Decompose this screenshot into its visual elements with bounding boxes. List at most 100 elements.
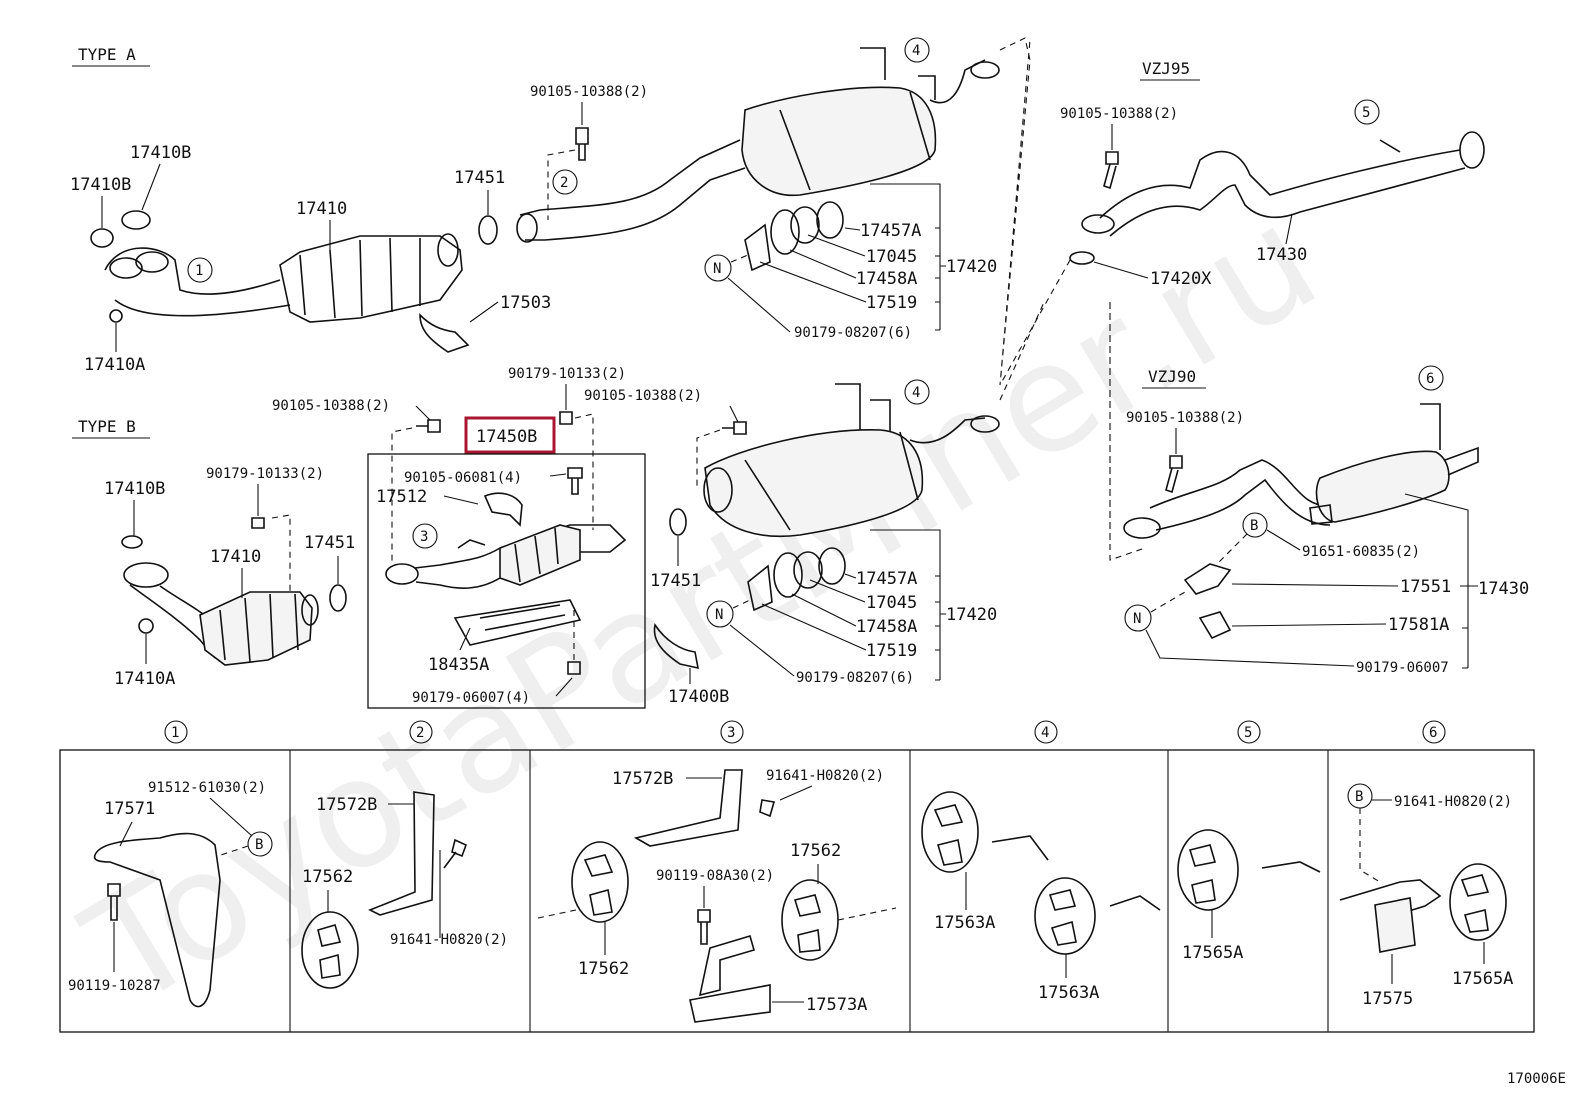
callout-6-detail [1422, 720, 1446, 744]
tail-muffler-vzj90 [1123, 403, 1479, 539]
label-17563a-2: 17563A [1038, 983, 1099, 1003]
hanger-rod-d5 [1261, 861, 1321, 873]
label-18435a: 18435A [428, 655, 489, 675]
label-17457a-a: 17457A [860, 221, 921, 241]
rubber-mount-17565a-d6 [1449, 863, 1507, 941]
catalytic-converter-b [385, 524, 627, 589]
gasket-17410b-2 [121, 210, 151, 230]
label-17581a: 17581A [1388, 615, 1449, 635]
heat-insulator-17512 [483, 492, 523, 527]
label-90119-10287: 90119-10287 [68, 978, 161, 994]
rubber-mount-17562-d3-right [781, 879, 839, 961]
label-91641-d6: 91641-H0820(2) [1394, 794, 1512, 810]
rubber-mount-17562-d3-left [571, 841, 629, 923]
marker-b-d1 [247, 831, 273, 857]
bracket-17575 [1374, 897, 1416, 953]
callout-2-detail [409, 720, 433, 744]
catalyst-assembly-box [367, 453, 646, 709]
label-17045-a: 17045 [866, 247, 917, 267]
bracket-17572b-d3 [633, 769, 743, 847]
label-17458a-b: 17458A [856, 617, 917, 637]
tail-pipe-vzj95 [1081, 131, 1485, 237]
rubber-mount-17563a-2 [1034, 877, 1096, 955]
gasket-17410b-b [121, 535, 143, 549]
rubber-mount-17562-d2 [301, 911, 359, 989]
callout-4-b [904, 379, 930, 405]
type-a-title: TYPE A [78, 45, 136, 64]
hanger-rod-d4 [991, 835, 1049, 861]
heat-insulator-18435a [453, 599, 582, 646]
hanger-stack-b [747, 547, 846, 612]
label-17519-a: 17519 [866, 293, 917, 313]
nut-06007-b [567, 661, 581, 675]
label-nut-vzj90: 90179-06007 [1356, 660, 1449, 676]
label-17457a-b: 17457A [856, 569, 917, 589]
highlight-17450b[interactable] [464, 416, 556, 454]
svg-text:4: 4 [912, 385, 920, 401]
type-b-title: TYPE B [78, 417, 136, 436]
muffler-type-b [703, 383, 1000, 538]
label-91641-d3: 91641-H0820(2) [766, 768, 884, 784]
callout-1-detail [164, 720, 188, 744]
label-17045-b: 17045 [866, 593, 917, 613]
hanger-rod-d6 [1339, 879, 1442, 921]
muffler-type-a [516, 47, 1000, 243]
label-17562-d2: 17562 [302, 867, 353, 887]
callout-2-a [552, 169, 578, 195]
label-17430-vzj90: 17430 [1478, 579, 1529, 599]
gasket-17451-a [478, 215, 498, 245]
label-nut-b: 90179-08207(6) [796, 670, 914, 686]
vzj95-title: VZJ95 [1142, 59, 1190, 78]
label-17430-vzj95: 17430 [1256, 245, 1307, 265]
label-17551: 17551 [1400, 577, 1451, 597]
label-91651: 91651-60835(2) [1302, 544, 1420, 560]
svg-text:6: 6 [1426, 371, 1434, 387]
svg-text:N: N [713, 261, 721, 277]
label-17410a-b: 17410A [114, 669, 175, 689]
callout-5-detail [1237, 720, 1261, 744]
bracket-17571 [93, 832, 221, 1008]
label-17575: 17575 [1362, 989, 1413, 1009]
bracket-17572b-d2 [368, 791, 435, 916]
marker-n-a [704, 254, 732, 282]
label-nut-a: 90179-08207(6) [794, 325, 912, 341]
label-17512: 17512 [376, 487, 427, 507]
label-17458a-a: 17458A [856, 269, 917, 289]
label-17573a: 17573A [806, 995, 867, 1015]
label-bolt-a: 90105-10388(2) [530, 84, 648, 100]
label-17450b[interactable]: 17450B [476, 427, 537, 447]
front-pipe-type-b [123, 562, 319, 666]
svg-text:3: 3 [420, 529, 428, 545]
svg-text:2: 2 [416, 725, 424, 741]
label-91641-d2: 91641-H0820(2) [390, 932, 508, 948]
marker-n-vzj90 [1124, 604, 1152, 632]
svg-text:1: 1 [195, 263, 203, 279]
label-17410-a: 17410 [296, 199, 347, 219]
rubber-mount-17563a-1 [921, 791, 979, 873]
detail-panel [59, 749, 1535, 1033]
bolt-90119-08a30 [697, 909, 711, 945]
label-17519-b: 17519 [866, 641, 917, 661]
label-bolt-b-right: 90105-10388(2) [584, 388, 702, 404]
label-bolt-06081: 90105-06081(4) [404, 470, 522, 486]
bracket-17573a-arm [698, 935, 755, 997]
svg-text:B: B [1250, 518, 1258, 534]
label-17451-b2: 17451 [650, 571, 701, 591]
label-17571: 17571 [104, 799, 155, 819]
vzj90-title: VZJ90 [1148, 367, 1196, 386]
marker-b-vzj90 [1242, 512, 1268, 538]
callout-3-detail [720, 720, 744, 744]
label-17410b-b: 17410B [104, 479, 165, 499]
label-17451-a: 17451 [454, 168, 505, 188]
gasket-17420x [1069, 251, 1095, 265]
svg-text:6: 6 [1429, 725, 1437, 741]
front-pipe-type-a [104, 233, 463, 323]
label-17565a-d5: 17565A [1182, 943, 1243, 963]
callout-4-detail [1034, 720, 1058, 744]
svg-text:5: 5 [1244, 725, 1252, 741]
label-91512: 91512-61030(2) [148, 780, 266, 796]
svg-text:4: 4 [1041, 725, 1049, 741]
label-17451-b1: 17451 [304, 533, 355, 553]
label-17410a-a: 17410A [84, 355, 145, 375]
